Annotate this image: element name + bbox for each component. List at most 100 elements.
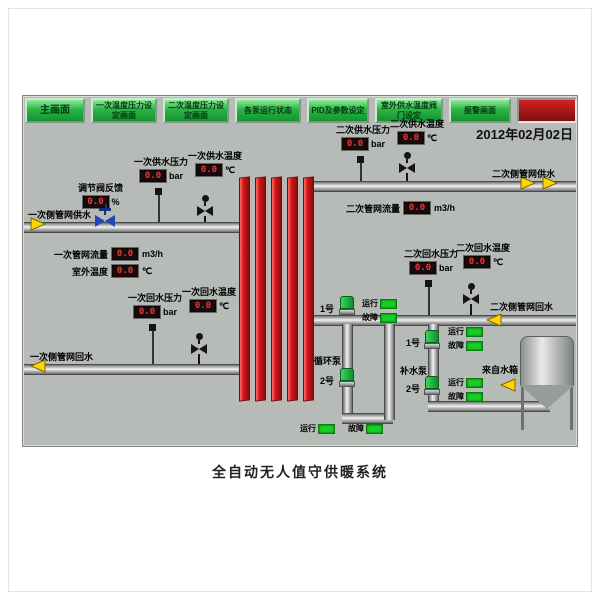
toolbar: 主画面 一次温度压力设定画面 二次温度压力设定画面 各泵运行状态 PID及参数设… bbox=[25, 98, 577, 123]
control-valve-icon bbox=[191, 333, 207, 364]
flow-arrow-left-icon bbox=[499, 378, 516, 392]
makeup-pump2-label: 2号 bbox=[406, 384, 421, 394]
outdoor-temp-value: 0.0 bbox=[111, 264, 139, 278]
flow-arrow-left-icon bbox=[29, 359, 46, 373]
nav-alarm-screen-button[interactable]: 报警画面 bbox=[449, 98, 511, 123]
makeup-pump1-label: 1号 bbox=[406, 338, 421, 348]
display-label: 二次管网流量 bbox=[346, 203, 401, 214]
flow-arrow-left-icon bbox=[485, 313, 502, 327]
unit-label: % bbox=[111, 197, 120, 207]
control-valve-icon bbox=[399, 152, 415, 181]
unit-label: bar bbox=[169, 171, 184, 181]
circulation-pump1-label: 1号 bbox=[320, 304, 335, 314]
hx-plate bbox=[287, 176, 298, 402]
run-lamp-icon bbox=[466, 377, 483, 388]
alarm-lamp-icon bbox=[517, 98, 577, 123]
pipe-from-tank bbox=[428, 401, 550, 412]
primary-return-temp-value: 0.0 bbox=[188, 299, 217, 313]
pipe-primary-return bbox=[24, 364, 240, 375]
fault-lamp-icon bbox=[466, 391, 483, 402]
flow-arrow-right-icon bbox=[30, 217, 47, 231]
makeup-pump1-indicators: 运行 故障 bbox=[448, 326, 483, 351]
display-label: 二次供水压力 bbox=[336, 125, 391, 135]
control-valve-icon bbox=[463, 283, 479, 315]
circulation-pump-2-icon bbox=[339, 368, 355, 387]
circulation-fault-indicator: 故障 bbox=[348, 423, 383, 434]
fault-lamp-icon bbox=[366, 423, 383, 434]
hx-plate bbox=[255, 176, 266, 402]
date-display: 2012年02月02日 bbox=[476, 127, 573, 142]
outdoor-temp-cluster: 室外温度 0.0 ℃ bbox=[52, 264, 152, 278]
circulation-pump-1-icon bbox=[339, 296, 355, 315]
fault-lamp-icon bbox=[466, 340, 483, 351]
run-lamp-icon bbox=[380, 298, 397, 309]
unit-label: m3/h bbox=[434, 203, 456, 213]
pressure-sensor-icon bbox=[425, 280, 432, 315]
secondary-supply-pressure-value: 0.0 bbox=[341, 137, 369, 151]
primary-supply-temp-cluster: 一次供水温度 0.0℃ bbox=[188, 149, 242, 177]
unit-label: bar bbox=[371, 139, 386, 149]
sensor-stem bbox=[105, 204, 107, 210]
fault-label: 故障 bbox=[362, 313, 378, 322]
display-label: 一次供水温度 bbox=[188, 151, 243, 161]
fault-label: 故障 bbox=[448, 341, 464, 350]
fault-label: 故障 bbox=[348, 424, 364, 433]
unit-label: ℃ bbox=[492, 256, 504, 267]
hx-plate bbox=[271, 176, 282, 402]
gate-valve-icon bbox=[95, 208, 115, 227]
run-label: 运行 bbox=[300, 424, 316, 433]
circulation-pump2-label: 2号 bbox=[320, 376, 335, 386]
primary-return-pressure-value: 0.0 bbox=[133, 305, 161, 319]
makeup-pump2-indicators: 运行 故障 bbox=[448, 377, 483, 402]
display-label: 二次供水温度 bbox=[390, 119, 445, 129]
fault-lamp-icon bbox=[380, 312, 397, 323]
makeup-pump-1-icon bbox=[424, 330, 440, 349]
nav-main-screen-button[interactable]: 主画面 bbox=[25, 98, 85, 123]
makeup-pump-title: 补水泵 bbox=[400, 366, 428, 376]
circulation-pump1-indicators: 运行 故障 bbox=[362, 298, 397, 323]
pressure-sensor-icon bbox=[149, 324, 156, 364]
flow-arrow-right-icon bbox=[520, 176, 537, 190]
display-label: 一次供水压力 bbox=[134, 157, 189, 167]
secondary-return-pressure-value: 0.0 bbox=[409, 261, 437, 275]
nav-secondary-temp-pressure-button[interactable]: 二次温度压力设定画面 bbox=[163, 98, 229, 123]
pipe-primary-supply bbox=[24, 222, 240, 233]
primary-supply-pressure-value: 0.0 bbox=[139, 169, 167, 183]
water-tank bbox=[520, 336, 574, 386]
display-label: 一次管网流量 bbox=[53, 249, 108, 260]
pipe-label-secondary-supply: 二次侧管网供水 bbox=[492, 169, 556, 179]
pipe-label-from-tank: 来自水箱 bbox=[482, 365, 519, 375]
primary-supply-temp-value: 0.0 bbox=[194, 163, 223, 177]
hx-plate bbox=[303, 176, 314, 402]
nav-pid-settings-button[interactable]: PID及参数设定 bbox=[307, 98, 369, 123]
pipe-circulation-right bbox=[384, 324, 395, 420]
flow-arrow-right-icon bbox=[542, 176, 559, 190]
nav-outdoor-temp-valve-button[interactable]: 室外供水温度阀门设定 bbox=[375, 98, 443, 123]
run-label: 运行 bbox=[448, 327, 464, 336]
control-valve-icon bbox=[197, 195, 213, 222]
heat-exchanger bbox=[239, 176, 314, 402]
display-label: 二次回水压力 bbox=[404, 249, 459, 259]
hx-plate bbox=[239, 176, 250, 402]
secondary-flow-value: 0.0 bbox=[403, 201, 432, 215]
page-title: 全自动无人值守供暖系统 bbox=[212, 464, 388, 480]
unit-label: bar bbox=[439, 263, 454, 273]
unit-label: ℃ bbox=[218, 300, 230, 311]
makeup-pump-2-icon bbox=[424, 376, 440, 395]
circulation-pump-title: 循环泵 bbox=[314, 356, 342, 366]
display-label: 一次回水温度 bbox=[182, 287, 237, 297]
primary-return-temp-cluster: 一次回水温度 0.0℃ bbox=[182, 285, 236, 313]
nav-primary-temp-pressure-button[interactable]: 一次温度压力设定画面 bbox=[91, 98, 157, 123]
nav-pump-status-button[interactable]: 各泵运行状态 bbox=[235, 98, 301, 123]
run-lamp-icon bbox=[466, 326, 483, 337]
primary-flow-value: 0.0 bbox=[111, 247, 139, 261]
unit-label: m3/h bbox=[142, 249, 164, 259]
valve-feedback-cluster: 调节阀反馈 0.0% bbox=[78, 181, 123, 209]
secondary-flow-cluster: 二次管网流量 0.0 m3/h bbox=[346, 201, 455, 215]
display-label: 室外温度 bbox=[71, 266, 108, 277]
pressure-sensor-icon bbox=[357, 156, 364, 181]
